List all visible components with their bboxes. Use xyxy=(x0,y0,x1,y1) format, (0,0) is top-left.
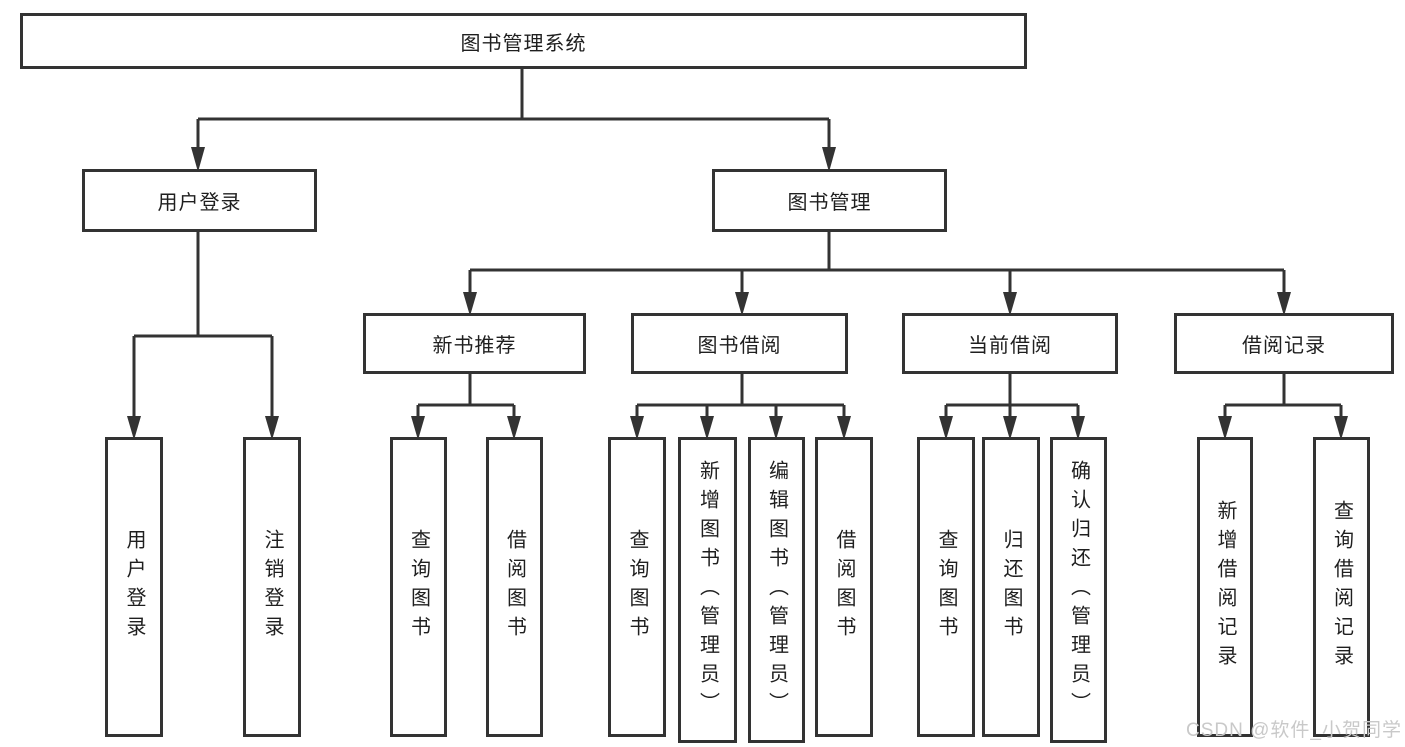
node-new-book-recommend-label: 新书推荐 xyxy=(432,335,517,357)
node-book-management-label: 图书管理 xyxy=(787,192,872,214)
leaf-br-add-record-label: 新增借阅记录 xyxy=(1214,500,1236,674)
connector-borrow-records-to-leaves xyxy=(1218,372,1348,440)
leaf-rec-query-books-label: 查询图书 xyxy=(407,529,430,645)
node-book-management: 图书管理 xyxy=(712,169,947,232)
node-root: 图书管理系统 xyxy=(20,13,1027,69)
node-current-borrow-label: 当前借阅 xyxy=(968,335,1052,357)
connector-new-book-recommend-to-leaves xyxy=(411,372,521,440)
leaf-logout-login: 注销登录 xyxy=(243,437,301,737)
node-current-borrow: 当前借阅 xyxy=(902,313,1118,374)
node-book-borrow: 图书借阅 xyxy=(631,313,848,374)
leaf-bb-edit-books-admin: 编辑图书（管理员） xyxy=(748,437,805,743)
leaf-cb-return-books: 归还图书 xyxy=(982,437,1040,737)
leaf-rec-query-books: 查询图书 xyxy=(390,437,447,737)
node-book-borrow-label: 图书借阅 xyxy=(697,335,782,357)
leaf-bb-query-books-label: 查询图书 xyxy=(626,529,648,645)
connector-current-borrow-to-leaves xyxy=(939,372,1085,440)
leaf-bb-add-books-admin: 新增图书（管理员） xyxy=(678,437,737,743)
connector-book-management-to-level3 xyxy=(463,229,1291,316)
csdn-watermark: CSDN @软件_小贺同学 xyxy=(1186,720,1402,741)
node-borrow-records-label: 借阅记录 xyxy=(1242,335,1326,357)
leaf-user-login: 用户登录 xyxy=(105,437,163,737)
leaf-cb-confirm-return-admin: 确认归还（管理员） xyxy=(1050,437,1107,743)
leaf-bb-query-books: 查询图书 xyxy=(608,437,666,737)
node-root-label: 图书管理系统 xyxy=(460,32,587,55)
leaf-br-add-record: 新增借阅记录 xyxy=(1197,437,1253,737)
node-new-book-recommend: 新书推荐 xyxy=(363,313,586,374)
leaf-br-query-record: 查询借阅记录 xyxy=(1313,437,1370,737)
node-user-login: 用户登录 xyxy=(82,169,317,232)
node-borrow-records: 借阅记录 xyxy=(1174,313,1394,374)
leaf-bb-borrow-books: 借阅图书 xyxy=(815,437,873,737)
leaf-br-query-record-label: 查询借阅记录 xyxy=(1330,500,1353,674)
leaf-cb-query-books-label: 查询图书 xyxy=(935,529,957,645)
node-user-login-label: 用户登录 xyxy=(157,192,242,214)
connector-user-login-to-leaves xyxy=(127,229,279,440)
leaf-rec-borrow-books-label: 借阅图书 xyxy=(503,529,526,645)
leaf-cb-confirm-return-admin-label: 确认归还（管理员） xyxy=(1067,459,1090,721)
leaf-cb-return-books-label: 归还图书 xyxy=(1000,529,1022,645)
connector-root-to-level2 xyxy=(191,68,836,172)
leaf-bb-add-books-admin-label: 新增图书（管理员） xyxy=(696,459,719,721)
connector-book-borrow-to-leaves xyxy=(630,372,851,440)
leaf-cb-query-books: 查询图书 xyxy=(917,437,975,737)
leaf-bb-borrow-books-label: 借阅图书 xyxy=(833,529,855,645)
leaf-logout-login-label: 注销登录 xyxy=(261,529,283,645)
leaf-bb-edit-books-admin-label: 编辑图书（管理员） xyxy=(765,459,788,721)
leaf-rec-borrow-books: 借阅图书 xyxy=(486,437,543,737)
leaf-user-login-label: 用户登录 xyxy=(123,529,145,645)
